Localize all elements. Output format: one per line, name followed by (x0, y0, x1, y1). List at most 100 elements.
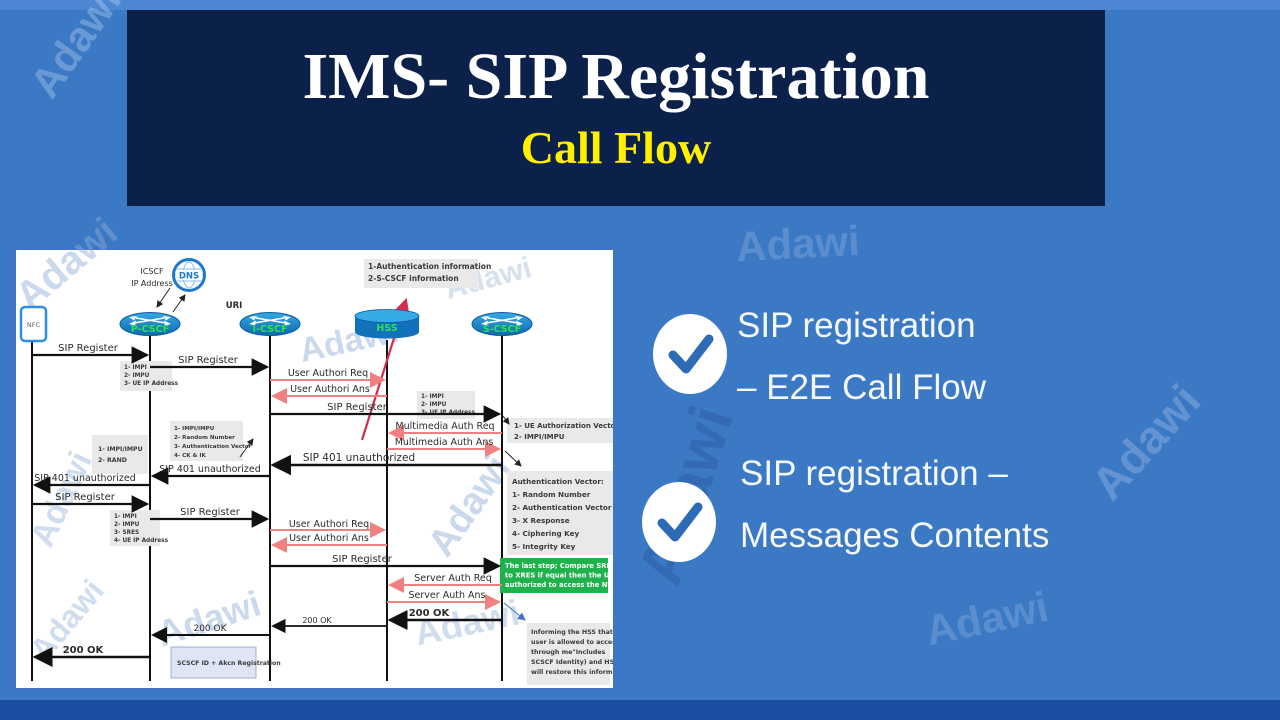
note-line: 3- Authentication Vector (174, 444, 252, 450)
note-line: 1- Random Number (512, 490, 591, 499)
note-line: 1- IMPI (421, 394, 444, 400)
note-line: SCSCF ID + Akcn Registration (177, 660, 281, 667)
note-line: to XRES if equal then the UE is (505, 572, 613, 580)
scscf-label: S-CSCF (483, 324, 521, 335)
note-line: 3- UE IP Address (124, 381, 179, 387)
pointer-arrow (239, 438, 254, 458)
top-strip (0, 0, 1280, 10)
note-line: will restore this information (531, 669, 613, 676)
note-line: 2- Authentication Vector (512, 503, 612, 512)
msg-label: User Authori Ans (289, 533, 369, 544)
msg-label: SIP 401 unauthorized (34, 473, 136, 484)
msg-label: SIP 401 unauthorized (303, 452, 415, 464)
pointer-arrow (502, 415, 510, 425)
messages: SIP Register SIP Register User Authori R… (32, 343, 502, 667)
pointer-arrow (504, 450, 522, 467)
watermark: Adawi (734, 216, 861, 271)
check-icon (652, 313, 728, 400)
note-impi-rand (92, 435, 148, 474)
call-flow-diagram-panel: Adawi Adawi Adawi Adawi Adawi Adawi Adaw… (7, 209, 615, 690)
msg-label: 200 OK (409, 608, 451, 619)
note-line: Informing the HSS that this (531, 629, 613, 636)
pcscf-router-icon: P-CSCF (119, 312, 181, 336)
watermark: Adawi (921, 582, 1053, 655)
uri-label: URI (226, 301, 243, 311)
hss-label: HSS (376, 323, 397, 334)
msg-label: Multimedia Auth Req (395, 421, 494, 432)
dns-icon: DNS (172, 258, 206, 292)
note-line: 2- IMPI/IMPU (514, 433, 565, 441)
dns-label: DNS (179, 272, 199, 282)
note-line: SCSCF Identity) and HSS (531, 659, 613, 666)
note-line: 4- UE IP Address (114, 538, 169, 544)
note-line: The last step; Compare SRES (505, 562, 613, 570)
note-informing-hss (527, 623, 610, 685)
note-line: 2- RAND (98, 457, 127, 464)
note-line: 4- CK & IK (174, 453, 206, 459)
note-register3-params (110, 510, 160, 546)
dns-to-pcscf-arrow (156, 287, 171, 308)
pcscf-to-dns-arrow (172, 294, 186, 313)
note-line: 4- Ciphering Key (512, 529, 579, 538)
bullet-1-line-2: – E2E Call Flow (737, 368, 986, 407)
note-line: authorized to access the NW (505, 581, 613, 589)
msg-label: SIP Register (180, 507, 241, 518)
msg-label: 200 OK (302, 616, 332, 625)
bottom-band (0, 700, 1280, 720)
icscf-label: I-CSCF (253, 324, 288, 335)
bullet-1: SIP registration – E2E Call Flow (737, 295, 986, 419)
msg-label: SIP Register (178, 355, 239, 366)
note-line: user is allowed to access (531, 639, 613, 646)
note-line: 1- UE Authorization Vector (514, 422, 613, 430)
note-line: through me"Includes (531, 649, 606, 656)
msg-label: User Authori Req (288, 368, 368, 379)
note-line: 1- IMPI (124, 365, 147, 371)
msg-label: Multimedia Auth Ans (395, 437, 494, 448)
msg-label: Server Auth Req (414, 573, 492, 584)
msg-label: Server Auth Ans (409, 590, 486, 601)
note-line: 3- X Response (512, 516, 570, 525)
msg-label: User Authori Req (289, 519, 369, 530)
msg-label: 200 OK (193, 624, 227, 634)
watermark: Adawi (1081, 374, 1211, 510)
note-line: Authentication Vector: (512, 477, 604, 486)
note-line: 2- IMPU (114, 522, 140, 528)
note-line: 2- Random Number (174, 435, 235, 441)
note-last-step-green (500, 558, 608, 593)
note-line: 5- Integrity Key (512, 542, 576, 551)
hss-database-icon: HSS (354, 309, 420, 339)
page-title: IMS- SIP Registration (302, 39, 930, 113)
note-scscf-id (170, 646, 257, 679)
note-auth-vector-ck-ik (170, 421, 243, 461)
msg-label: SIP Register (55, 492, 116, 503)
pcscf-label: P-CSCF (131, 324, 169, 335)
scscf-router-icon: S-CSCF (471, 312, 533, 336)
msg-label: SIP Register (58, 343, 119, 354)
note-ue-auth-vector (507, 418, 613, 443)
msg-label: SIP Register (332, 554, 393, 565)
note-line: 2- IMPU (124, 373, 150, 379)
msg-label: 200 OK (63, 645, 105, 656)
bullet-2: SIP registration – Messages Contents (740, 443, 1049, 567)
msg-label: SIP 401 unauthorized (159, 464, 261, 475)
header-banner: IMS- SIP Registration Call Flow (127, 10, 1105, 206)
dns-note-line1: ICSCF (140, 267, 164, 276)
note-line: 1- IMPI/IMPU (98, 446, 143, 453)
watermark: Adawi (20, 0, 131, 106)
note-line: 3- SRES (114, 530, 139, 536)
ue-label: NFC (27, 321, 41, 329)
note-auth-info-line: 1-Authentication information (368, 262, 491, 271)
note-line: 2- IMPU (421, 402, 447, 408)
page-subtitle: Call Flow (520, 122, 712, 174)
dns-note-line2: IP Address (131, 279, 173, 288)
bullet-1-line-1: SIP registration (737, 306, 976, 345)
msg-label: User Authori Ans (290, 384, 370, 395)
check-icon (641, 481, 717, 568)
msg-label: SIP Register (327, 402, 388, 413)
note-auth-info (364, 259, 478, 288)
bullet-2-line-1: SIP registration – (740, 454, 1008, 493)
sequence-diagram: DNS ICSCF IP Address URI 1-Authenticatio… (19, 258, 613, 685)
ue-phone-icon: NFC (19, 305, 48, 343)
note-auth-info-line: 2-S-CSCF information (368, 274, 459, 283)
note-line: 1- IMPI (114, 514, 137, 520)
